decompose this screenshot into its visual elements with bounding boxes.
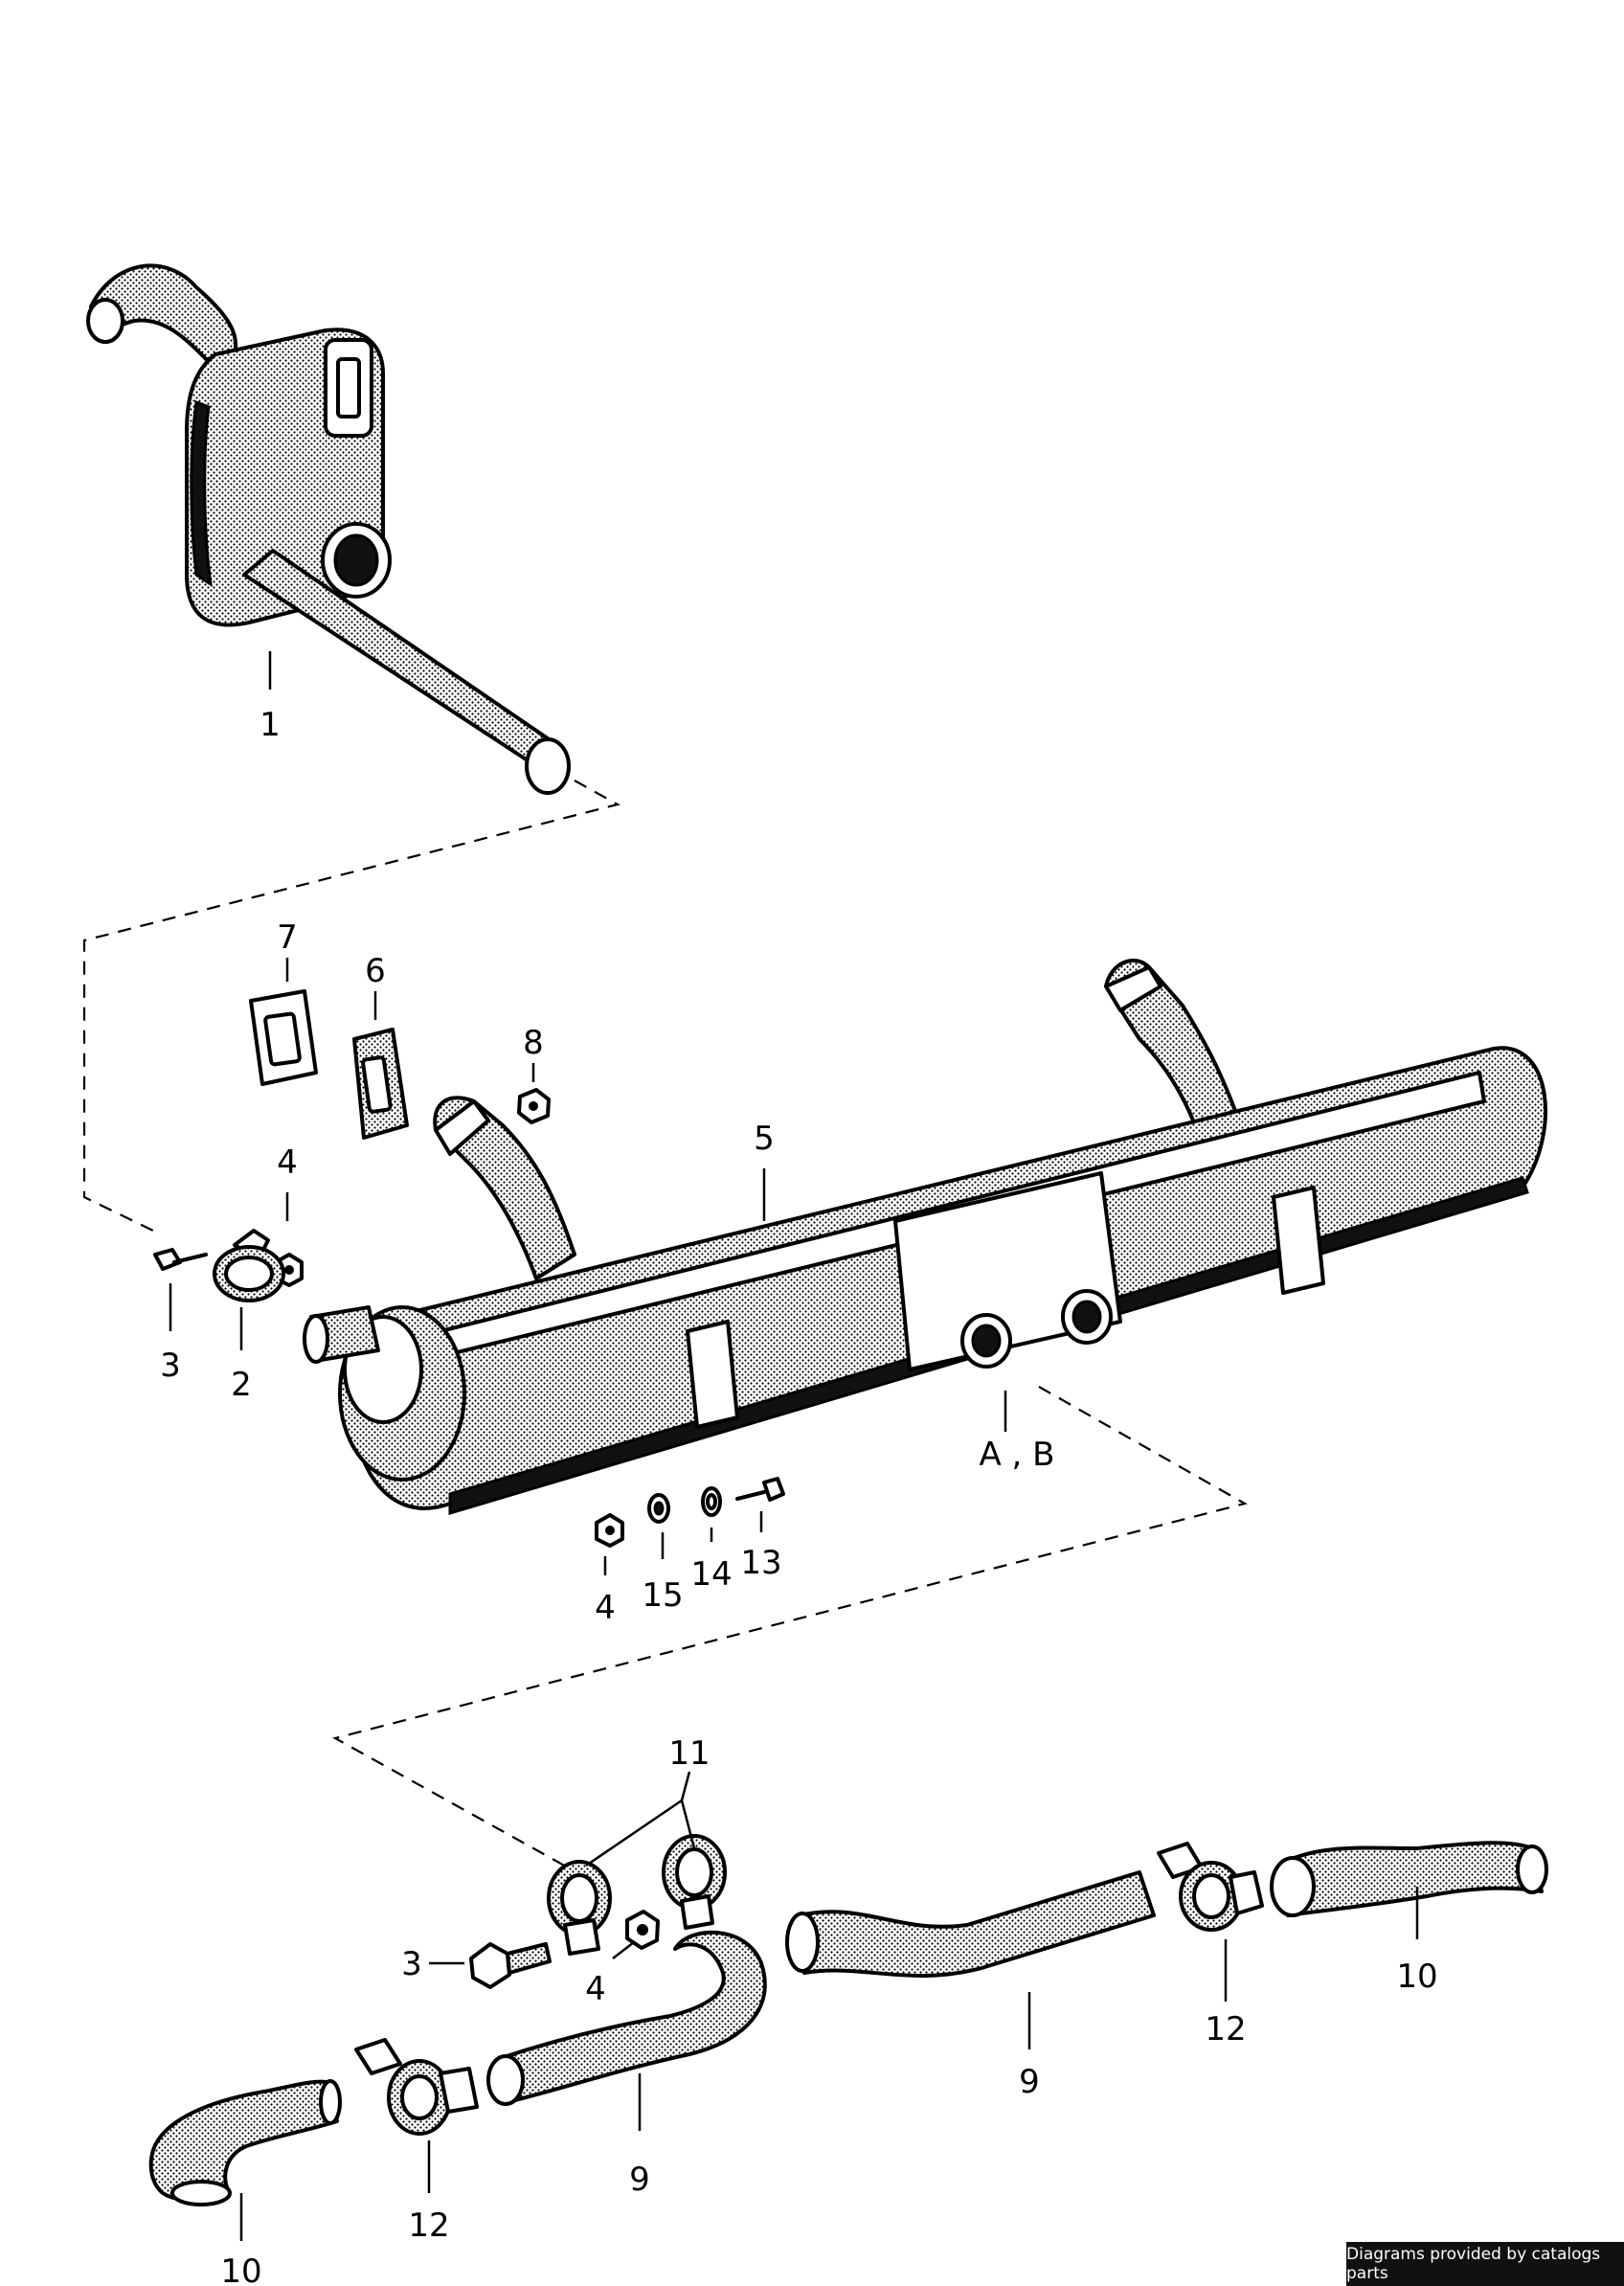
part-elbow-10-left[interactable] [148,2079,342,2207]
label-part-10-right: 10 [1396,1958,1437,1996]
part-bolt-3-lower[interactable] [469,1942,552,1989]
assembly-line-1 [82,780,620,1232]
part-bolt-13[interactable] [735,1477,785,1502]
label-part-8: 8 [523,1024,544,1062]
label-part-12-left: 12 [408,2207,449,2245]
credit-banner: Diagrams provided by catalogs parts [1346,2242,1624,2286]
part-pipe-9-right[interactable] [785,1870,1156,1978]
leader-part-4-lower [612,1941,635,1959]
label-part-4-lower: 4 [585,1970,606,2008]
part-clamp-12-right[interactable] [1157,1842,1264,1932]
part-clamp-12-left[interactable] [354,2038,479,2136]
part-gasket-7[interactable] [249,989,318,1086]
label-part-13: 13 [740,1544,781,1582]
label-part-3-upper: 3 [160,1347,181,1385]
part-clamp-11-left[interactable] [547,1860,612,1956]
label-part-3-lower: 3 [401,1945,422,1983]
part-pipe-9-left[interactable] [486,1930,767,2106]
assembly-line-2 [332,1386,1248,1883]
label-part-4-middle: 4 [595,1589,616,1627]
leader-part-11 [585,1771,696,1867]
part-muffler[interactable] [303,958,1547,1516]
label-part-12-right: 12 [1205,2010,1246,2048]
part-clamp-2[interactable] [213,1229,285,1302]
part-bolt-3-upper[interactable] [153,1248,208,1271]
part-heat-exchanger[interactable] [86,263,571,795]
label-part-6: 6 [365,952,386,990]
part-washer-15[interactable] [647,1493,670,1524]
label-part-9-left: 9 [629,2161,650,2199]
label-part-2: 2 [231,1366,252,1404]
label-part-14: 14 [690,1555,732,1594]
part-elbow-10-right[interactable] [1270,1841,1548,1917]
part-clamp-11-right[interactable] [662,1834,727,1930]
label-part-10-left: 10 [220,2252,261,2286]
part-washer-14[interactable] [701,1486,722,1517]
label-part-1: 1 [259,706,281,744]
label-part-7: 7 [277,918,298,957]
label-part-15: 15 [642,1576,683,1615]
part-nut-8[interactable] [517,1088,551,1124]
label-part-11: 11 [668,1734,710,1773]
label-part-5: 5 [754,1120,775,1158]
part-nut-4-lower[interactable] [625,1910,660,1950]
label-part-4-upper: 4 [277,1143,298,1182]
part-gasket-6[interactable] [352,1028,409,1140]
part-nut-4-middle[interactable] [595,1513,624,1548]
label-part-9-right: 9 [1019,2063,1040,2101]
label-ab: A , B [979,1436,1054,1474]
